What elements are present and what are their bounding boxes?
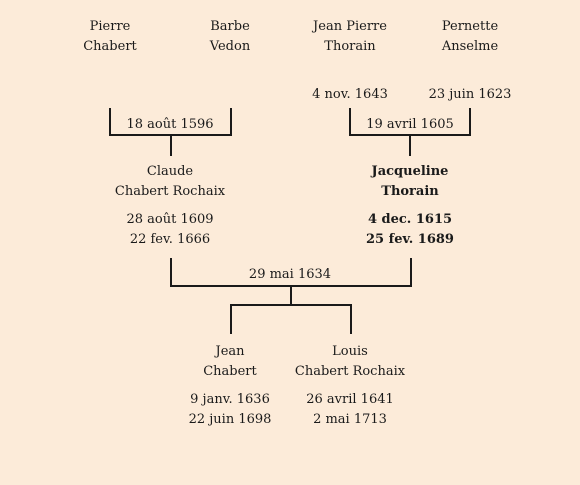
birth-date: 9 janv. 1636 <box>190 392 270 407</box>
birth-date: 4 nov. 1643 <box>312 87 388 102</box>
last-name: Chabert Rochaix <box>294 364 406 379</box>
first-name: Jacqueline <box>371 164 449 179</box>
connector-line <box>230 304 352 306</box>
birth-date: 28 août 1609 <box>126 212 214 227</box>
connector-line <box>230 108 232 136</box>
connector-line <box>349 108 351 136</box>
birth-date: 23 juin 1623 <box>428 87 512 102</box>
last-name: Anselme <box>441 39 499 54</box>
birth-date: 26 avril 1641 <box>306 392 394 407</box>
person-pernette-anselme: Pernette Anselme <box>442 17 498 57</box>
connector-line <box>170 134 172 156</box>
person-louis-chabert-rochaix: Louis Chabert Rochaix 26 avril 1641 2 ma… <box>295 342 405 430</box>
birth-date: 4 dec. 1615 <box>367 212 453 227</box>
marriage-date: 29 mai 1634 <box>248 267 332 282</box>
person-barbe-vedon: Barbe Vedon <box>210 17 250 57</box>
person-pierre-chabert: Pierre Chabert <box>83 17 137 57</box>
last-name: Chabert <box>83 39 137 54</box>
last-name: Vedon <box>209 39 251 54</box>
connector-line <box>109 108 111 136</box>
last-name: Chabert Rochaix <box>114 184 226 199</box>
connector-line <box>230 304 232 334</box>
connector-line <box>350 304 352 334</box>
death-date: 22 juin 1698 <box>188 412 272 427</box>
person-jacqueline-thorain: Jacqueline Thorain 4 dec. 1615 25 fev. 1… <box>366 162 454 250</box>
person-jean-pierre-thorain: Jean Pierre Thorain <box>313 17 387 57</box>
connector-line <box>410 258 412 287</box>
person-jean-chabert: Jean Chabert 9 janv. 1636 22 juin 1698 <box>189 342 272 430</box>
first-name: Jean <box>215 344 245 359</box>
connector-line <box>469 108 471 136</box>
connector-line <box>170 258 172 287</box>
first-name: Claude <box>146 164 194 179</box>
person-claude-chabert-rochaix: Claude Chabert Rochaix 28 août 1609 22 f… <box>115 162 225 250</box>
marriage-date: 19 avril 1605 <box>366 117 454 132</box>
first-name: Pierre <box>89 19 131 34</box>
first-name: Pernette <box>441 19 499 34</box>
death-date: 25 fev. 1689 <box>366 232 454 247</box>
connector-line <box>290 285 292 305</box>
death-date: 22 fev. 1666 <box>129 232 211 247</box>
first-name: Barbe <box>210 19 250 34</box>
last-name: Thorain <box>324 39 376 54</box>
connector-line <box>409 134 411 156</box>
first-name: Louis <box>332 344 368 359</box>
marriage-date: 18 août 1596 <box>126 117 214 132</box>
last-name: Chabert <box>203 364 257 379</box>
first-name: Jean Pierre <box>313 19 387 34</box>
last-name: Thorain <box>381 184 439 199</box>
death-date: 2 mai 1713 <box>313 412 387 427</box>
